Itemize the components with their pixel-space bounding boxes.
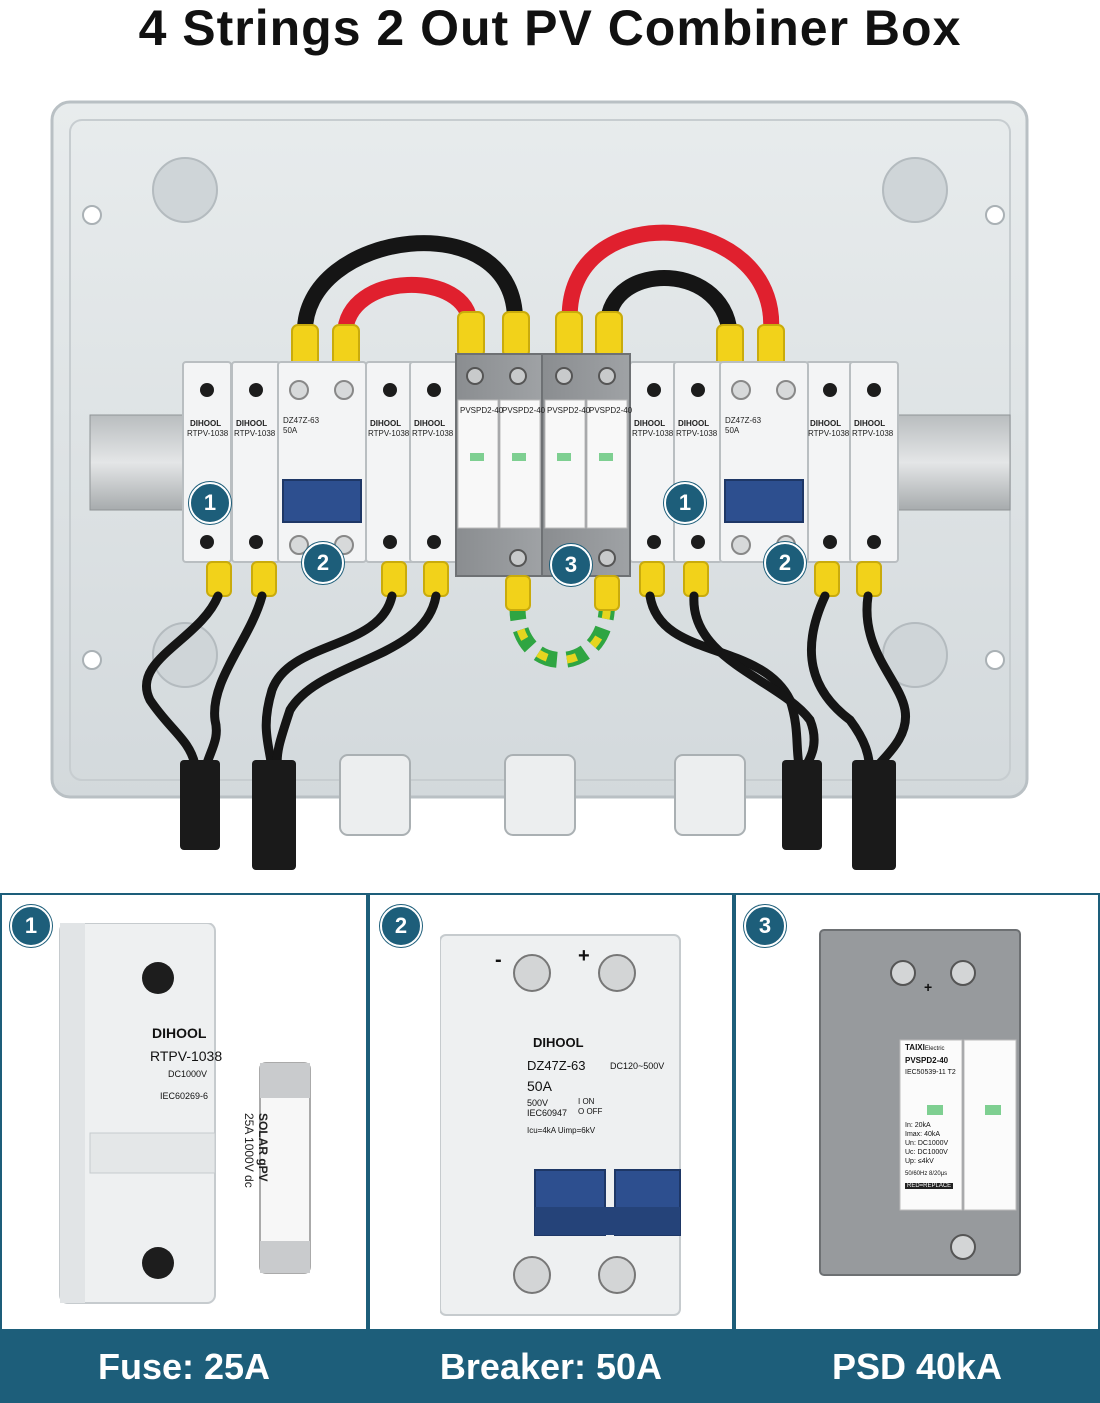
breaker-model-label: DZ47Z-63: [283, 416, 320, 425]
fuse-brand-label: DIHOOL: [236, 419, 267, 428]
fuse-brand-label: DIHOOL: [190, 419, 221, 428]
fuse-model-label: RTPV-1038: [234, 429, 276, 438]
spd-standard: IEC50539-11 T2: [905, 1069, 956, 1076]
badge-spd: 3: [550, 544, 592, 586]
spd-brand: TAIXIElectric: [905, 1043, 945, 1052]
spd-spec-row: Un: DC1000V: [905, 1140, 949, 1147]
combiner-box-illustration: DIHOOL RTPV-1038 DIHOOL RTPV-1038 DZ47Z-…: [0, 80, 1100, 880]
fuse-holder-rating: DC1000V: [168, 1069, 208, 1079]
badge-fuse: 1: [664, 482, 706, 524]
spd-illustration: [819, 929, 1021, 1276]
fuse-model-label: RTPV-1038: [412, 429, 454, 438]
spd-model: PVSPD2-40: [905, 1056, 949, 1065]
breaker-icu: Icu=4kA Uimp=6kV: [527, 1126, 596, 1135]
spd-model-label: PVSPD2-40: [460, 406, 504, 415]
page-title: 4 Strings 2 Out PV Combiner Box: [138, 0, 962, 56]
spd-standard-text: IEC50539-11: [905, 1069, 946, 1076]
badge-breaker: 2: [380, 905, 422, 947]
fuse-holder-brand: DIHOOL: [152, 1025, 207, 1041]
fuse-holder-illustration: [59, 923, 311, 1304]
caption-spd: PSD 40kA: [734, 1331, 1100, 1403]
breaker-voltage: 500V: [527, 1098, 549, 1108]
fuse-type-text: SOLAR gPV: [256, 1113, 270, 1182]
breaker-minus: -: [495, 949, 502, 971]
spd-specs: In: 20kA Imax: 40kA Un: DC1000V Uc: DC10…: [905, 1121, 948, 1166]
badge-spd: 3: [744, 905, 786, 947]
fuse-model-label: RTPV-1038: [368, 429, 410, 438]
spd-replace: RED=REPLACE: [905, 1183, 954, 1189]
fuse-model-label: RTPV-1038: [632, 429, 674, 438]
caption-fuse: Fuse: 25A: [0, 1331, 368, 1403]
fuse-model-label: RTPV-1038: [852, 429, 894, 438]
breaker-on: I ON: [578, 1097, 595, 1106]
breaker-current-label: 50A: [725, 426, 740, 435]
fuse-brand-label: DIHOOL: [414, 419, 445, 428]
spd-spec-row: Imax: 40kA: [905, 1131, 941, 1138]
component-panels: 1 DIHOOL RTPV-1038 DC1000V IEC60269-6 SO…: [0, 893, 1100, 1403]
badge-breaker: 2: [302, 542, 344, 584]
breaker-dc-range: DC120~500V: [610, 1061, 665, 1071]
spd-frequency: 50/60Hz 8/20μs: [905, 1171, 948, 1177]
fuse-cartridge-label: SOLAR gPV 25A 1000V dc: [242, 1113, 270, 1188]
spd-spec-row: Uc: DC1000V: [905, 1149, 948, 1156]
fuse-brand-label: DIHOOL: [370, 419, 401, 428]
spd-class: T2: [947, 1069, 956, 1076]
spd-model-label: PVSPD2-40: [502, 406, 546, 415]
breaker-handle-right: [724, 479, 804, 523]
breaker-model: DZ47Z-63: [527, 1058, 586, 1073]
spd-model-label: PVSPD2-40: [589, 406, 633, 415]
breaker-model-label: DZ47Z-63: [725, 416, 762, 425]
spd-spec-row: In: 20kA: [905, 1122, 931, 1129]
spd-plus: +: [924, 979, 933, 995]
breaker-handle-left: [282, 479, 362, 523]
wire-black-right: [600, 269, 738, 348]
fuse-brand-label: DIHOOL: [678, 419, 709, 428]
spd-spec-row: Up: ≤4kV: [905, 1158, 934, 1165]
fuse-brand-label: DIHOOL: [810, 419, 841, 428]
breaker-current: 50A: [527, 1078, 552, 1094]
spd-brand-suffix: Electric: [924, 1046, 945, 1052]
wire-red-right: [561, 224, 780, 348]
fuse-brand-label: DIHOOL: [854, 419, 885, 428]
badge-fuse: 1: [189, 482, 231, 524]
fuse-holder-standard: IEC60269-6: [160, 1091, 209, 1101]
breaker-plus: +: [578, 945, 590, 967]
wire-red-left: [337, 277, 478, 343]
fuse-model-label: RTPV-1038: [676, 429, 718, 438]
caption-breaker: Breaker: 50A: [368, 1331, 734, 1403]
fuse-model-label: RTPV-1038: [187, 429, 229, 438]
breaker-brand: DIHOOL: [533, 1035, 584, 1050]
wire-black-left: [296, 235, 524, 343]
badge-fuse: 1: [10, 905, 52, 947]
breaker-current-label: 50A: [283, 426, 298, 435]
spd-brand-name: TAIXI: [905, 1043, 925, 1052]
fuse-brand-label: DIHOOL: [634, 419, 665, 428]
breaker-standard: IEC60947: [527, 1108, 568, 1118]
fuse-model-label: RTPV-1038: [808, 429, 850, 438]
breaker-illustration: [440, 934, 681, 1316]
fuse-holder-model: RTPV-1038: [150, 1048, 223, 1064]
breaker-off: O OFF: [578, 1107, 603, 1116]
spd-model-label: PVSPD2-40: [547, 406, 591, 415]
badge-breaker: 2: [764, 542, 806, 584]
fuse-rating-text: 25A 1000V dc: [242, 1113, 256, 1188]
